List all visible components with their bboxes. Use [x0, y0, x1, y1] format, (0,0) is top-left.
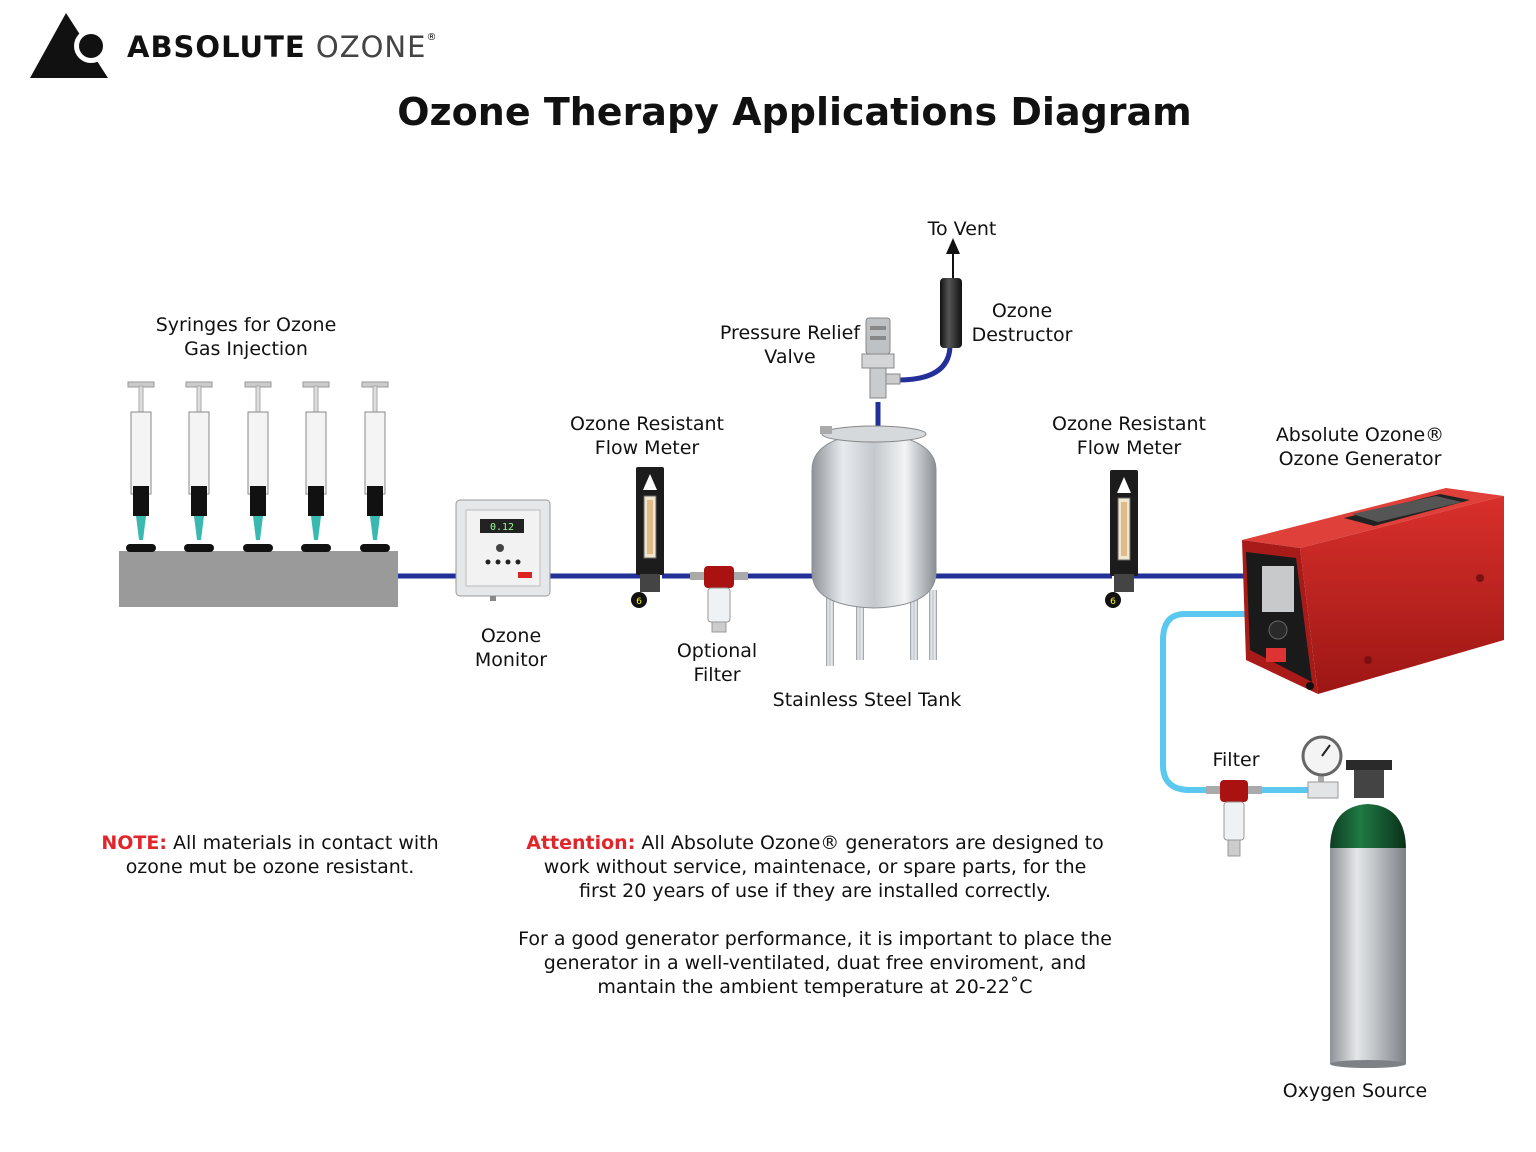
label-line: Valve [764, 346, 816, 368]
label-line: Ozone Resistant [569, 413, 725, 435]
note-prefix: NOTE: [101, 832, 167, 854]
brand-word-bold: ABSOLUTE [127, 30, 306, 64]
meter-badge: 6 [636, 597, 642, 607]
label-line: Flow Meter [1076, 437, 1182, 459]
label-line: Absolute Ozone® [1275, 424, 1445, 446]
label-optional-filter: Optional Filter [657, 639, 777, 687]
oxygen-cylinder [1330, 760, 1406, 1068]
syringe [126, 381, 156, 552]
ozone-monitor: 0.12 [455, 499, 551, 601]
label-line: Syringes for Ozone [155, 314, 337, 336]
label-ozone-generator: Absolute Ozone® Ozone Generator [1262, 423, 1458, 471]
label-line: Destructor [971, 324, 1073, 346]
label-pressure-relief-valve: Pressure Relief Valve [710, 321, 870, 369]
syringe [301, 381, 331, 552]
brand-wordmark: ABSOLUTE OZONE® [127, 30, 437, 64]
attention-line-2: work without service, maintenace, or spa… [543, 856, 1087, 878]
attention-line-5: generator in a well-ventilated, duat fre… [543, 952, 1087, 974]
pressure-gauge [1301, 735, 1343, 799]
page-title: Ozone Therapy Applications Diagram [397, 90, 1192, 134]
label-to-vent: To Vent [927, 218, 997, 240]
ozone-destructor [940, 238, 962, 348]
label-line: Ozone [991, 300, 1053, 322]
note-block: NOTE: All materials in contact with ozon… [100, 831, 440, 879]
label-line: Pressure Relief [719, 322, 861, 344]
syringe-manifold-block [119, 551, 398, 607]
note-text: All materials in contact with [166, 832, 439, 854]
note-line-1: NOTE: All materials in contact with [100, 831, 440, 855]
attention-line-6: mantain the ambient temperature at 20-22… [597, 976, 1033, 998]
logo-mark [30, 13, 108, 78]
syringe [243, 381, 273, 552]
meter-badge: 6 [1110, 597, 1116, 607]
attention-line-1: Attention: All Absolute Ozone® generator… [505, 831, 1125, 855]
label-line: Flow Meter [594, 437, 700, 459]
label-syringes: Syringes for Ozone Gas Injection [146, 313, 346, 361]
oxygen-filter [1206, 780, 1262, 857]
label-line: Optional [676, 640, 758, 662]
flow-meter-right: 6 [1105, 470, 1138, 608]
label-ozone-monitor: Ozone Monitor [451, 624, 571, 672]
label-line: Ozone Resistant [1051, 413, 1207, 435]
label-filter: Filter [1212, 749, 1260, 771]
label-line: Monitor [474, 649, 548, 671]
label-line: Ozone Generator [1278, 448, 1442, 470]
label-line: Ozone [480, 625, 542, 647]
attention-line-4: For a good generator performance, it is … [518, 928, 1112, 950]
label-line: Filter [693, 664, 741, 686]
pressure-relief-valve [861, 317, 901, 399]
attention-block: Attention: All Absolute Ozone® generator… [505, 831, 1125, 999]
label-ozone-destructor: Ozone Destructor [962, 299, 1082, 347]
note-line-2: ozone mut be ozone resistant. [125, 856, 415, 878]
label-stainless-steel-tank: Stainless Steel Tank [772, 689, 962, 711]
ozone-generator [1242, 488, 1504, 694]
syringe [360, 381, 390, 552]
label-flow-meter-right: Ozone Resistant Flow Meter [1039, 412, 1219, 460]
monitor-display: 0.12 [490, 522, 514, 533]
attention-line-3: first 20 years of use if they are instal… [578, 880, 1051, 902]
syringe-group [126, 381, 390, 552]
attention-prefix: Attention: [526, 832, 636, 854]
stainless-steel-tank [811, 425, 937, 666]
label-line: Gas Injection [184, 338, 308, 360]
brand-registered: ® [426, 32, 438, 43]
flow-meter-left: 6 [631, 467, 664, 608]
optional-filter [690, 566, 748, 633]
syringe [184, 381, 214, 552]
label-flow-meter-left: Ozone Resistant Flow Meter [557, 412, 737, 460]
brand-word-light: OZONE [315, 30, 427, 64]
attention-text: All Absolute Ozone® generators are desig… [635, 832, 1104, 854]
label-oxygen-source: Oxygen Source [1282, 1080, 1428, 1102]
